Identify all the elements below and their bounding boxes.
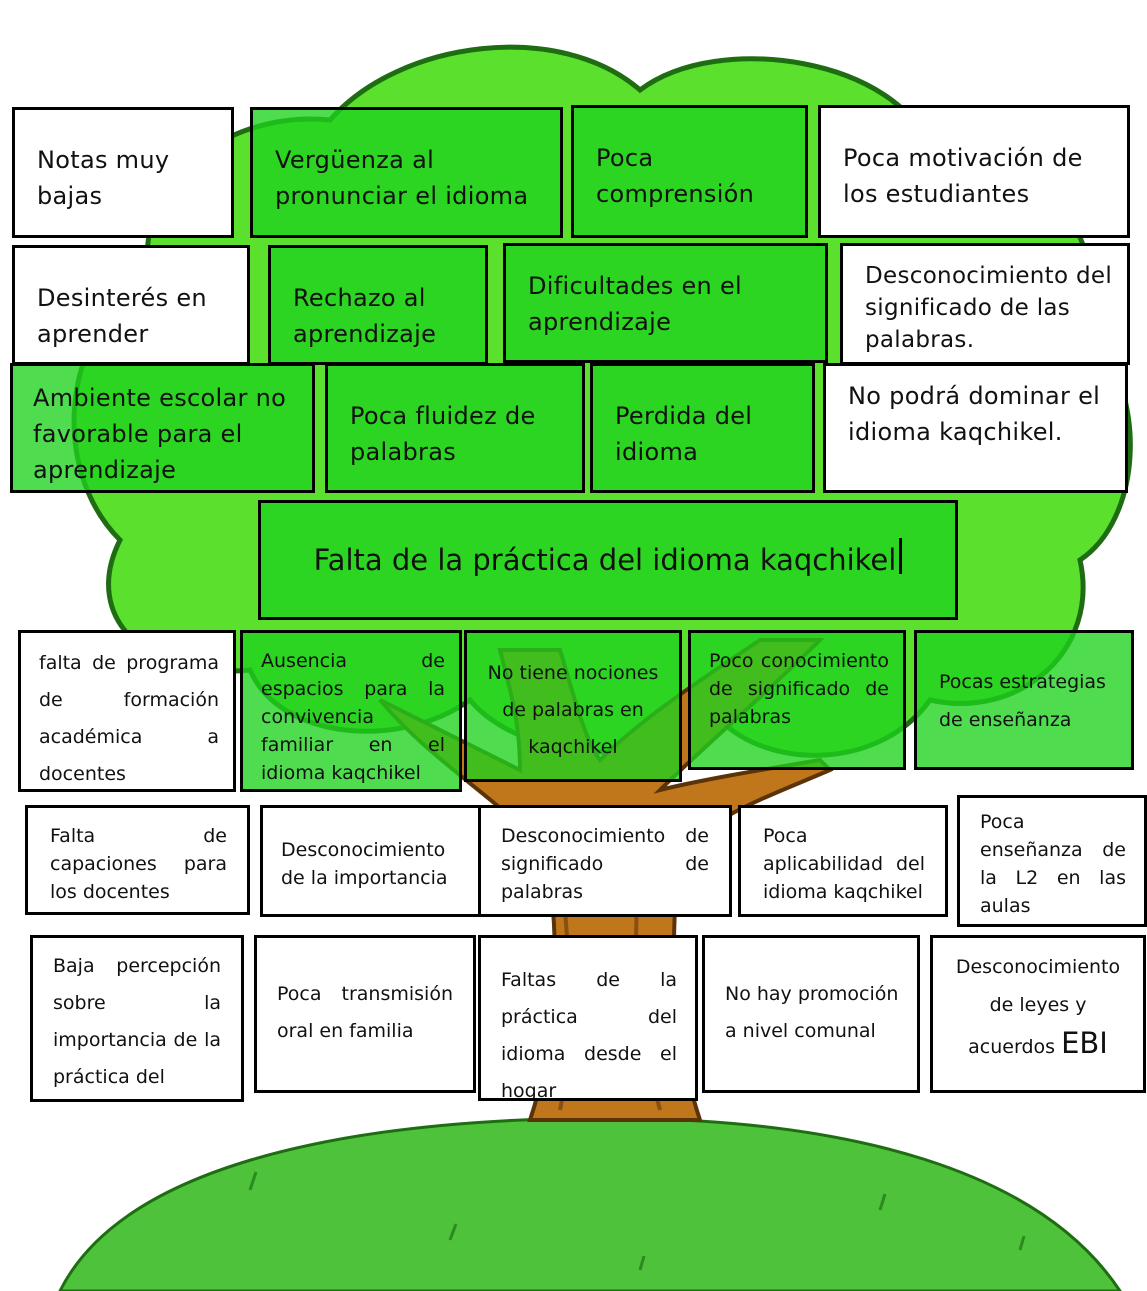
cause-box: Desconocimiento de leyes y acuerdos EBI bbox=[930, 935, 1146, 1093]
effect-box: Rechazo al aprendizaje bbox=[268, 245, 488, 365]
grass-hill bbox=[58, 1116, 1122, 1291]
effect-box: Ambiente escolar no favorable para el ap… bbox=[10, 363, 315, 493]
effect-box: Dificultades en el aprendizaje bbox=[503, 243, 828, 363]
cause-box: Faltas de la práctica del idioma desde e… bbox=[478, 935, 698, 1101]
cause-box: Poca transmisión oral en familia bbox=[254, 935, 476, 1093]
effect-box: Notas muy bajas bbox=[12, 107, 234, 238]
cause-box: Poca aplicabilidad del idioma kaqchikel bbox=[738, 805, 948, 917]
central-problem-box: Falta de la práctica del idioma kaqchike… bbox=[258, 500, 958, 620]
cause-text: Desconocimiento de leyes y acuerdos bbox=[955, 956, 1121, 1058]
effect-box: Vergüenza al pronunciar el idioma bbox=[250, 107, 563, 238]
text-cursor bbox=[899, 538, 903, 574]
cause-box: Baja percepción sobre la importancia de … bbox=[30, 935, 244, 1102]
effect-box: Poca fluidez de palabras bbox=[325, 363, 585, 493]
central-problem-text: Falta de la práctica del idioma kaqchike… bbox=[313, 543, 897, 577]
cause-box: No tiene nociones de palabras en kaqchik… bbox=[464, 630, 682, 782]
cause-box: Poco conocimiento de significado de pala… bbox=[688, 630, 906, 770]
cause-box: Desconocimiento de significado de palabr… bbox=[478, 805, 732, 917]
effect-box: Poca motivación de los estudiantes bbox=[818, 105, 1130, 238]
effect-box: No podrá dominar el idioma kaqchikel. bbox=[823, 363, 1128, 493]
effect-box: Poca comprensión bbox=[571, 105, 808, 238]
cause-box: Desconocimiento de la importancia bbox=[260, 805, 482, 917]
effect-box: Desconocimiento del significado de las p… bbox=[840, 243, 1130, 365]
effect-box: Desinterés en aprender bbox=[12, 245, 250, 365]
cause-box: No hay promoción a nivel comunal bbox=[702, 935, 920, 1093]
effect-box: Perdida del idioma bbox=[590, 363, 815, 493]
cause-box: Falta de capaciones para los docentes bbox=[25, 805, 250, 915]
cause-box: Ausencia de espacios para la convivencia… bbox=[240, 630, 462, 792]
cause-box: falta de programa de formación académica… bbox=[18, 630, 236, 792]
cause-text-ebi: EBI bbox=[1061, 1026, 1108, 1060]
cause-box: Pocas estrategias de enseñanza bbox=[914, 630, 1134, 770]
cause-box: Poca enseñanza de la L2 en las aulas bbox=[957, 795, 1147, 927]
